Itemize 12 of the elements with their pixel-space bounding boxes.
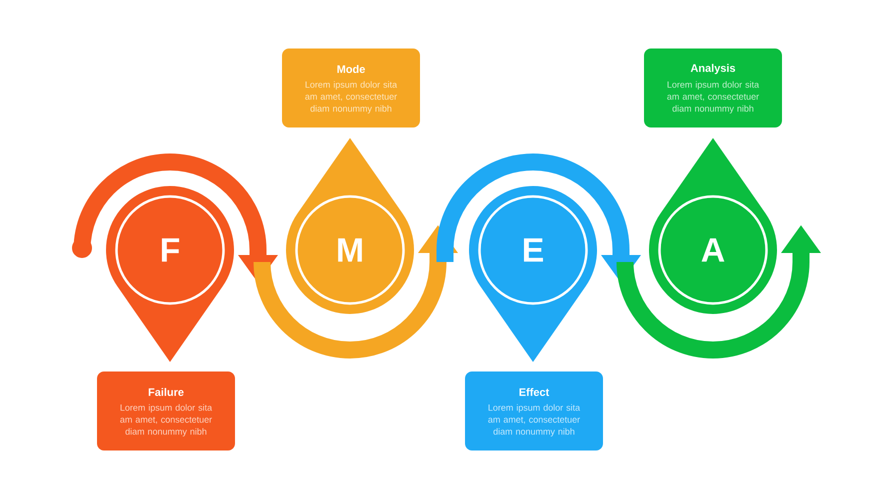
box-text: Lorem ipsum dolor sita am amet, consectetuer diam nonummy nibh: [120, 404, 212, 436]
text-box: [282, 48, 420, 128]
box-text: Lorem ipsum dolor sita am amet, consectetuer diam nonummy nibh: [305, 81, 398, 114]
text-box: [465, 371, 603, 450]
box-title: Failure: [148, 388, 184, 396]
box-text: Lorem ipsum dolor sita am amet, consectetuer diam nonummy nibh: [488, 404, 580, 436]
box-title: Analysis: [690, 64, 736, 74]
box-title: Effect: [520, 388, 550, 396]
box-text: Lorem ipsum dolor sita am amet, consectetuer diam nonummy nibh: [667, 81, 760, 114]
box-title: Mode: [337, 64, 365, 74]
text-box: [97, 371, 235, 450]
text-box: [644, 48, 782, 128]
